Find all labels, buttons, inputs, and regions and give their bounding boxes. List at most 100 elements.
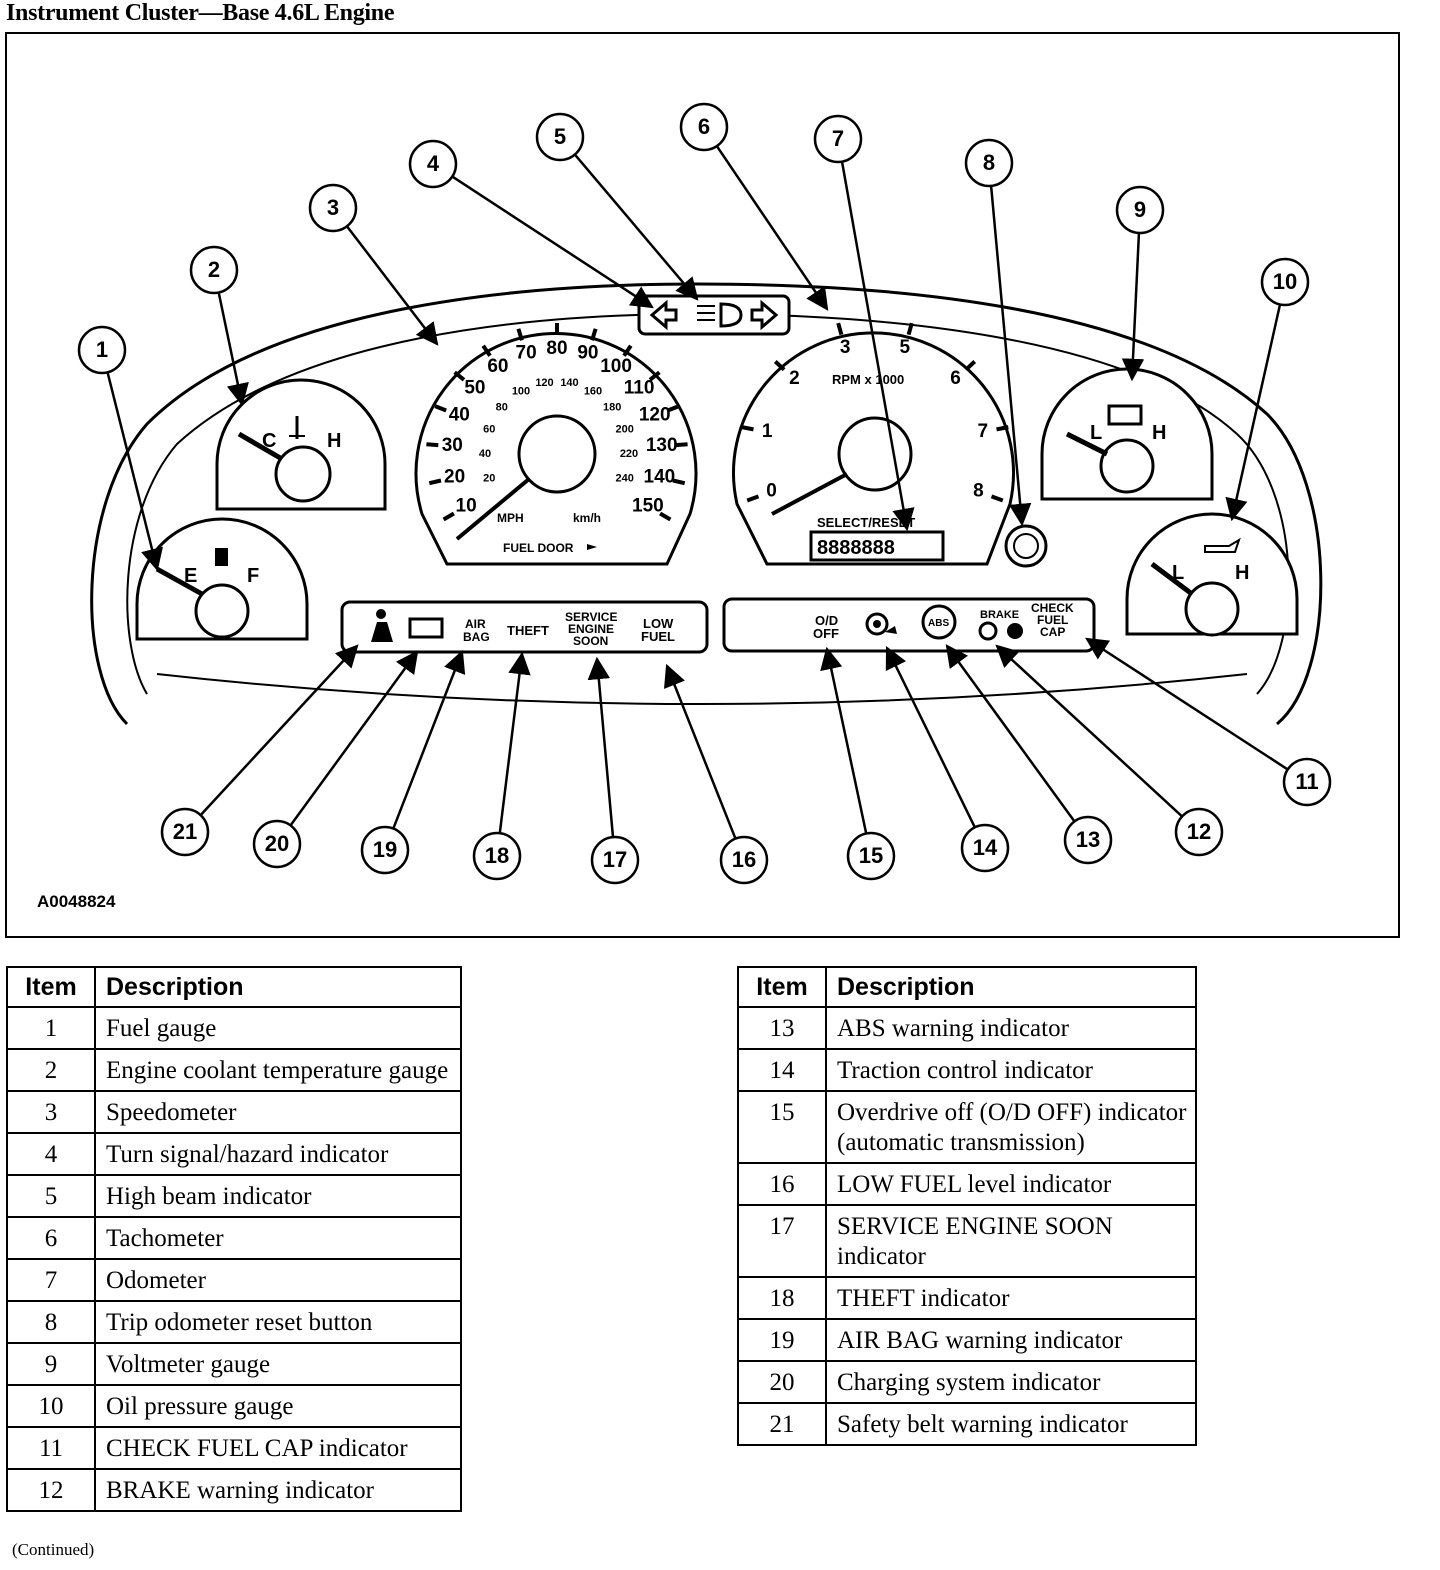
speedo-tick — [746, 494, 760, 503]
left-turn-arrow-icon — [649, 299, 678, 331]
speedo-tick — [672, 478, 686, 486]
right-warning-strip: O/D OFF ABS BRAKE CHECK FUEL CAP — [722, 597, 1096, 653]
item-description: Oil pressure gauge — [94, 1384, 462, 1428]
callout-leader-line — [1085, 637, 1288, 770]
item-description: Trip odometer reset button — [94, 1300, 462, 1344]
right-turn-arrow-icon — [750, 299, 779, 331]
item-number: 14 — [737, 1048, 827, 1092]
item-description: Speedometer — [94, 1090, 462, 1134]
kmh-tick-label: 60 — [483, 423, 495, 435]
item-number: 7 — [6, 1258, 96, 1302]
oil-can-icon — [1204, 537, 1241, 553]
item-description: Voltmeter gauge — [94, 1342, 462, 1386]
callout-leader-line — [840, 162, 915, 532]
speedo-tick — [516, 328, 524, 341]
traction-control-icon — [865, 612, 897, 636]
callout-bubble — [252, 819, 302, 869]
speedo-tick — [667, 404, 680, 413]
callout-bubble — [590, 835, 640, 885]
description-header: Description — [94, 966, 462, 1008]
item-number: 21 — [737, 1402, 827, 1446]
mph-tick-label: 130 — [646, 435, 678, 456]
rpm-tick-label: 5 — [900, 337, 911, 358]
speedo-tick — [442, 511, 455, 522]
callout-number: 12 — [1187, 819, 1211, 844]
item-description: Safety belt warning indicator — [825, 1402, 1197, 1446]
speedo-tick — [622, 344, 633, 357]
turn-signal-high-beam-pod — [637, 294, 791, 336]
odometer-display — [809, 530, 945, 562]
callout-number: 1 — [96, 337, 108, 362]
page-title: Instrument Cluster—Base 4.6L Engine — [6, 0, 395, 26]
coolant-cold-label: C — [262, 430, 276, 452]
item-description: AIR BAG warning indicator — [825, 1318, 1197, 1362]
callout-bubble — [960, 823, 1010, 873]
voltmeter-gauge: L H — [1040, 367, 1214, 501]
low-fuel-label-line1: LOW — [643, 616, 674, 631]
speedo-tick — [453, 370, 466, 382]
item-number: 16 — [737, 1162, 827, 1206]
service-label-line1: SERVICE — [565, 610, 617, 624]
callout-bubble — [1174, 807, 1224, 857]
kmh-unit-label: km/h — [573, 511, 601, 525]
abs-icon — [921, 604, 957, 640]
speedo-tick — [434, 404, 447, 413]
volt-low-label: L — [1090, 422, 1102, 444]
callout-bubble — [813, 114, 863, 164]
callout-number: 21 — [173, 819, 197, 844]
speedo-tick — [741, 425, 754, 432]
description-header: Description — [825, 966, 1197, 1008]
callout-leader-line — [452, 176, 654, 309]
rpm-tick-label: 6 — [950, 368, 961, 389]
item-description: LOW FUEL level indicator — [825, 1162, 1197, 1206]
oil-high-label: H — [1235, 562, 1249, 584]
callout-number: 14 — [973, 835, 998, 860]
oil-pressure-gauge: L H — [1125, 512, 1299, 637]
callout-bubble — [77, 325, 127, 375]
callout-number: 16 — [732, 847, 756, 872]
mph-tick-label: 150 — [632, 496, 664, 517]
callout-bubble — [679, 102, 729, 152]
speedo-tick — [481, 344, 492, 357]
kmh-tick-label: 80 — [496, 402, 508, 414]
brake-parking-icon — [978, 621, 1023, 641]
trip-reset-button[interactable] — [1004, 524, 1048, 568]
callout-leader-line — [989, 186, 1032, 527]
item-number: 2 — [6, 1048, 96, 1092]
kmh-tick-label: 160 — [584, 386, 602, 398]
callout-bubble — [189, 245, 239, 295]
callout-leader-line — [498, 651, 531, 833]
callout-number: 4 — [427, 151, 440, 176]
odometer-readout: 8888888 — [817, 537, 895, 559]
speedo-tick — [996, 425, 1009, 432]
callout-number: 18 — [485, 843, 509, 868]
callout-bubble — [408, 139, 458, 189]
fuel-door-label: FUEL DOOR — [503, 541, 574, 555]
brake-label: BRAKE — [980, 609, 1019, 621]
callout-leader-line — [945, 644, 1075, 822]
callout-number: 8 — [983, 150, 995, 175]
item-description: Engine coolant temperature gauge — [94, 1048, 462, 1092]
callout-number: 5 — [554, 124, 566, 149]
callout-number: 7 — [832, 126, 844, 151]
speedo-tick — [990, 494, 1004, 503]
item-description: THEFT indicator — [825, 1276, 1197, 1320]
fuel-gauge: E F — [135, 517, 309, 641]
kmh-tick-label: 200 — [616, 423, 634, 435]
kmh-tick-label: 180 — [603, 402, 621, 414]
abs-label: ABS — [928, 618, 949, 629]
callout-bubble — [535, 112, 585, 162]
mph-tick-label: 40 — [449, 405, 470, 426]
callout-bubble — [308, 183, 358, 233]
